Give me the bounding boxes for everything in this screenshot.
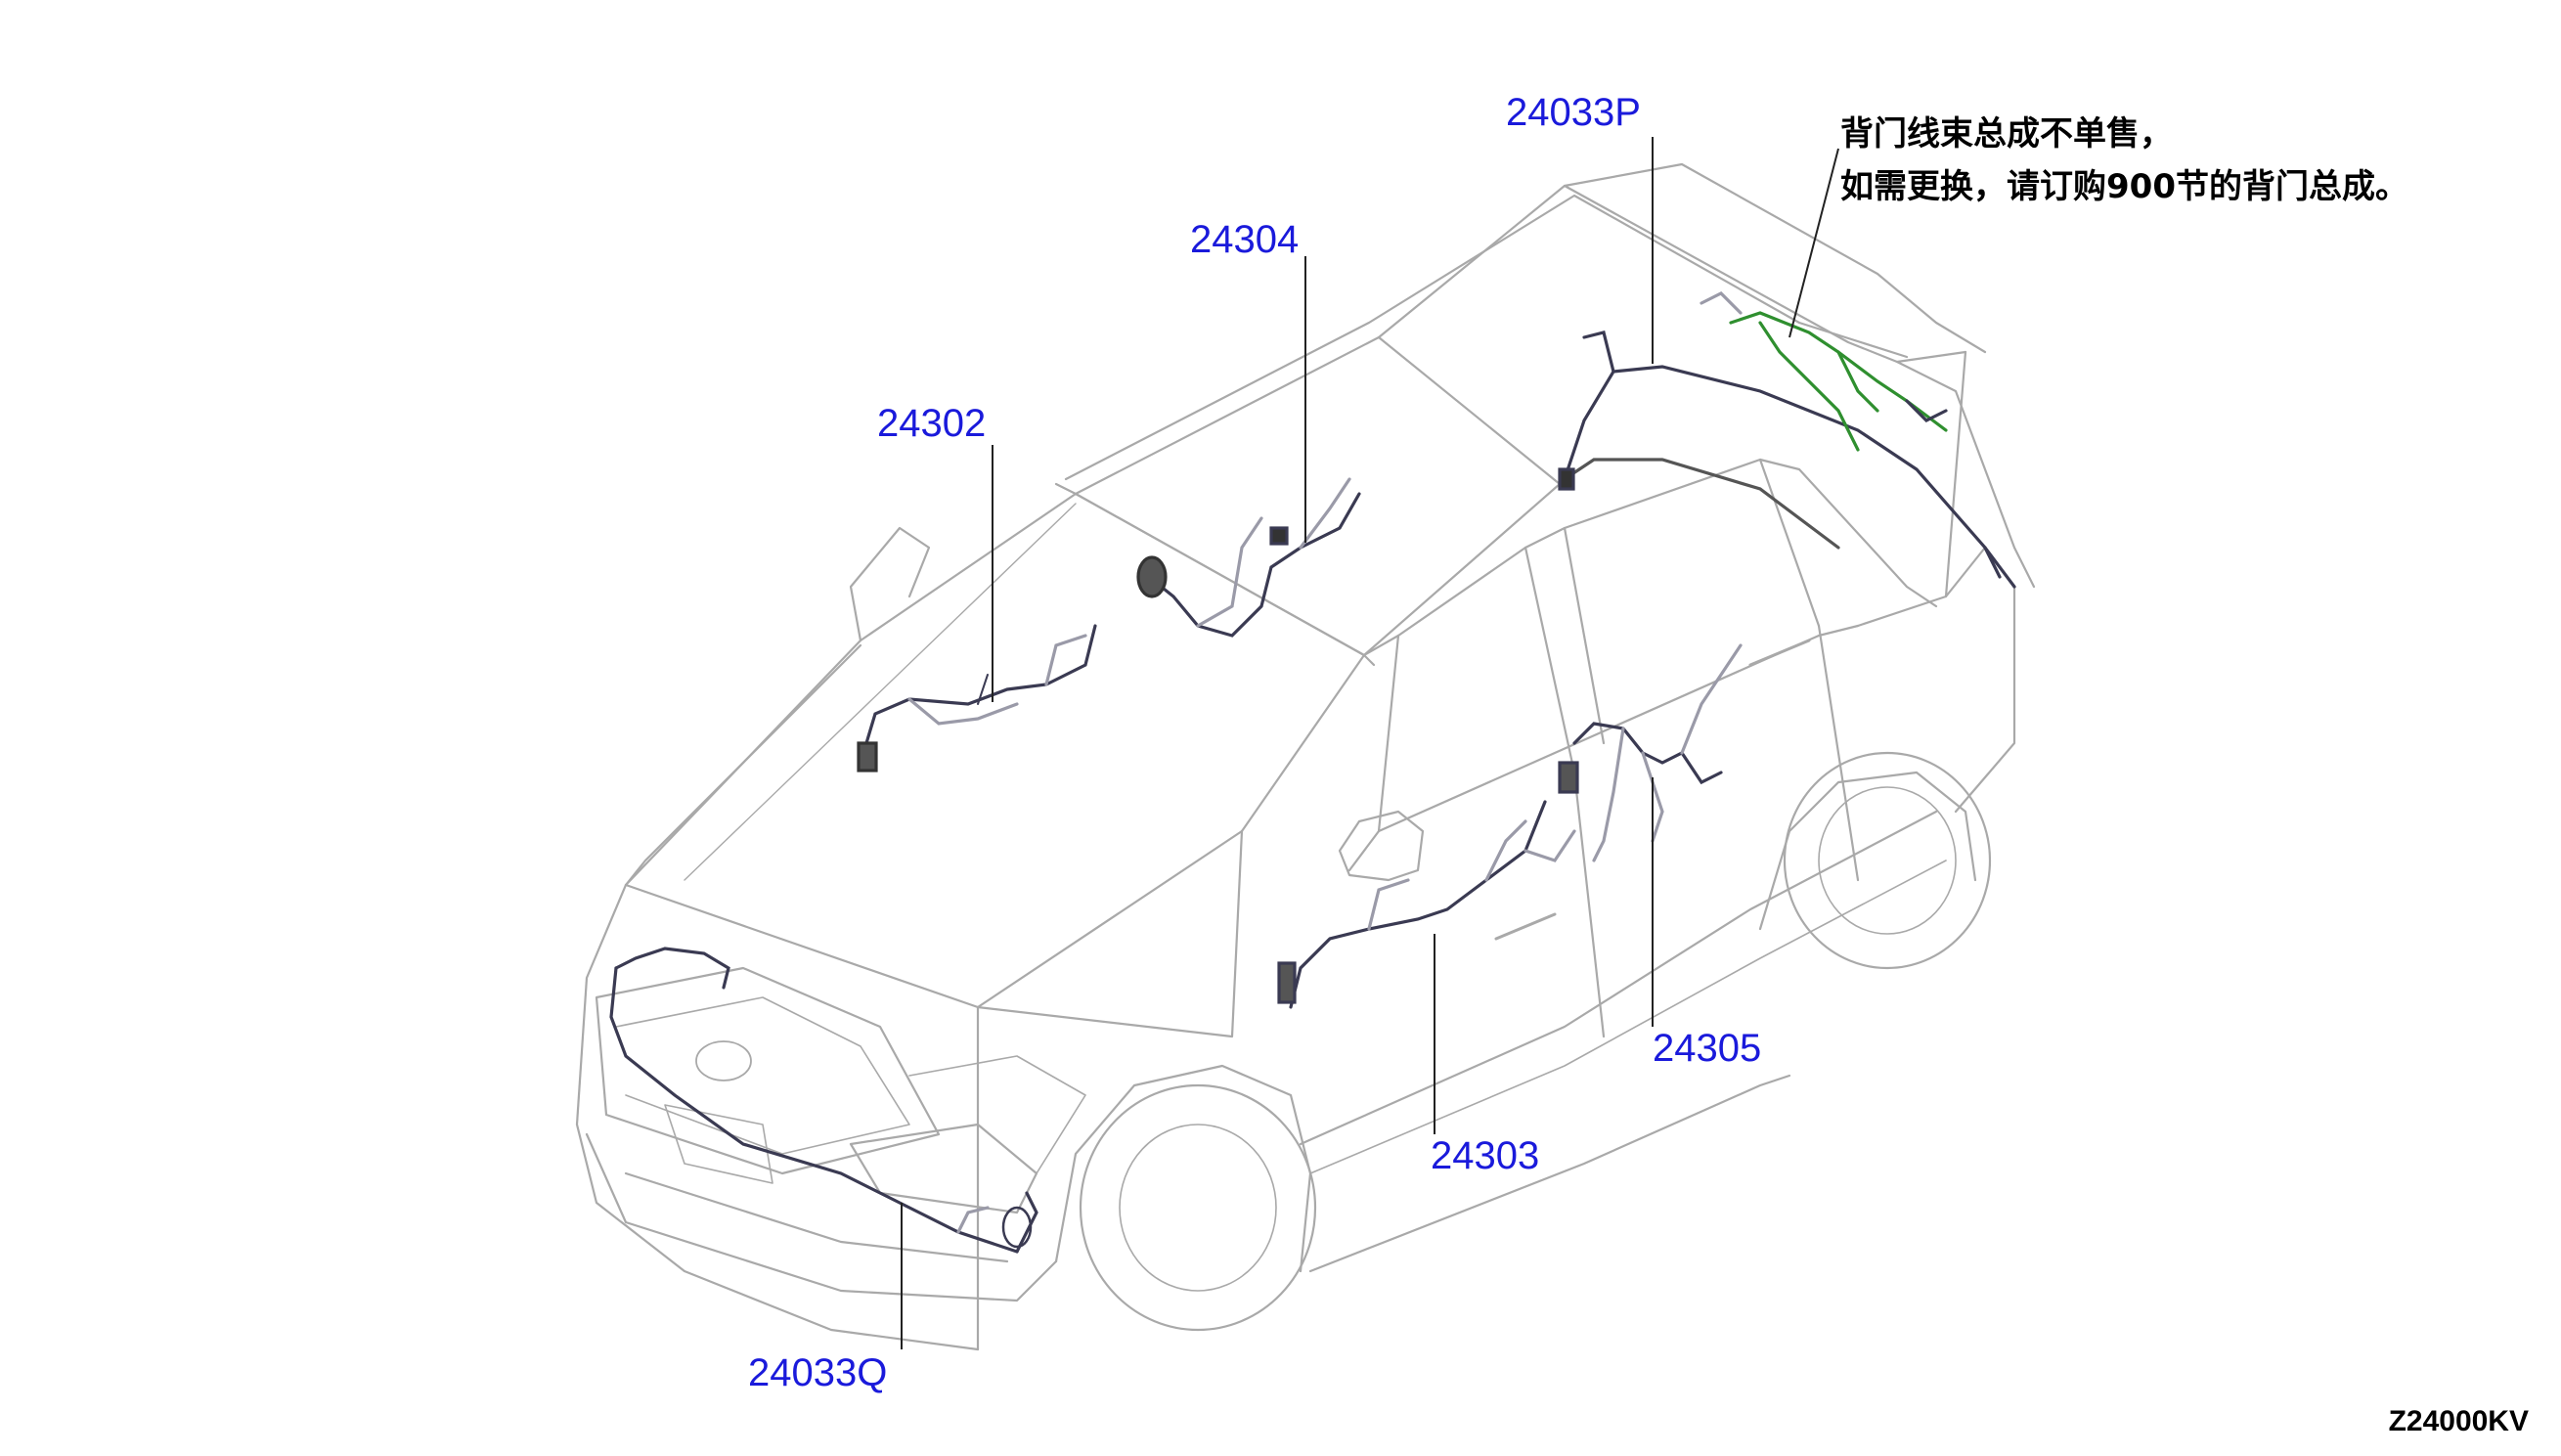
callout-24304[interactable]: 24304 — [1190, 218, 1300, 261]
callout-24303[interactable]: 24303 — [1431, 1134, 1540, 1177]
harness-24304 — [1136, 477, 1361, 638]
harness-24305 — [1558, 643, 1743, 862]
harness-24033Q — [609, 947, 1038, 1254]
leader-lines — [901, 137, 1839, 1349]
diagram-code: Z24000KV — [2388, 1405, 2529, 1437]
harness-24303 — [1277, 800, 1576, 1009]
note-line-1: 背门线束总成不单售， — [1840, 114, 2173, 154]
callout-24302[interactable]: 24302 — [877, 402, 987, 445]
leader-note — [1788, 148, 1839, 338]
callout-24305[interactable]: 24305 — [1653, 1027, 1762, 1070]
vehicle-body-outline — [575, 162, 2036, 1351]
note-line-2: 如需更换，请订购900节的背门总成。 — [1840, 167, 2408, 206]
harness-24033P — [1558, 331, 2016, 589]
back-door-note: 背门线束总成不单售， 如需更换，请订购900节的背门总成。 — [1840, 108, 2408, 213]
harness-back-door — [1700, 291, 1948, 452]
callout-24033P[interactable]: 24033P — [1506, 91, 1641, 134]
callout-24033Q[interactable]: 24033Q — [748, 1351, 888, 1394]
harness-24302 — [857, 624, 1097, 772]
